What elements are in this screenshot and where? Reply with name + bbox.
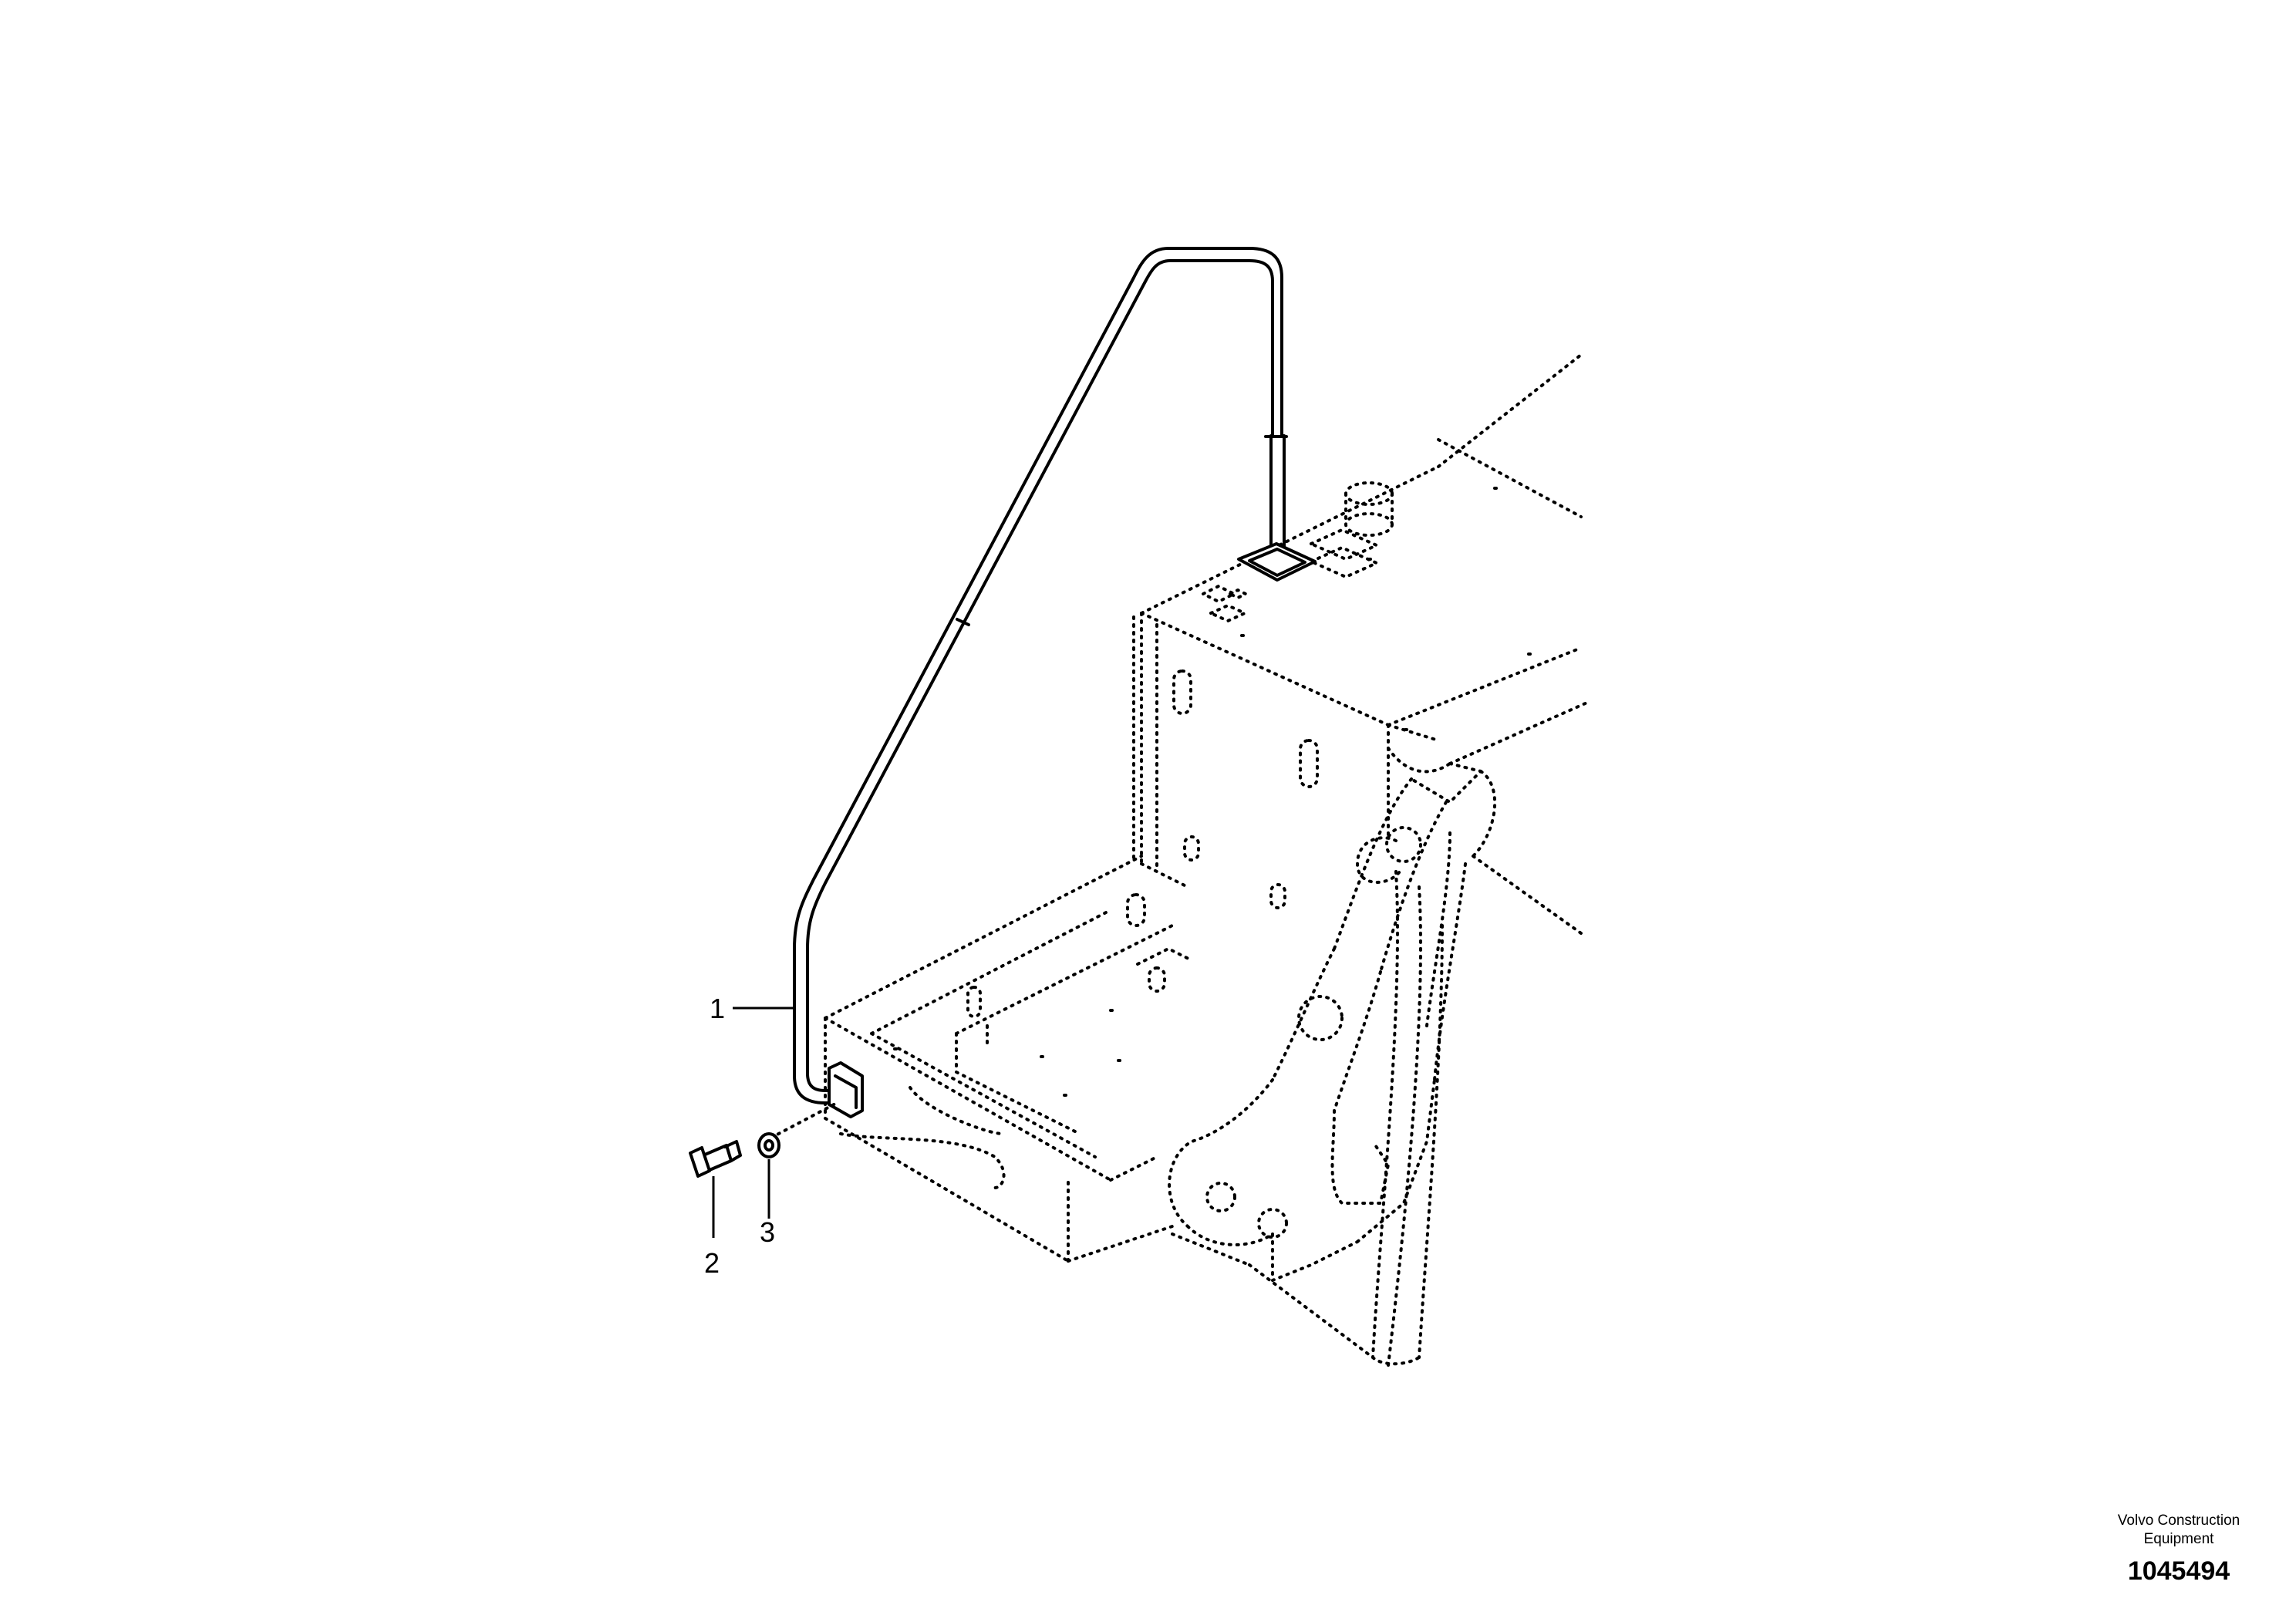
machine-frame-phantom (824, 353, 1590, 1367)
washer-part (757, 1132, 781, 1158)
manufacturer-label: Volvo Construction Equipment (2082, 1512, 2275, 1549)
manufacturer-line-1: Volvo Construction (2117, 1512, 2240, 1529)
manufacturer-line-2: Equipment (2143, 1531, 2214, 1547)
bolt-part (689, 1140, 742, 1178)
callout-3: 3 (760, 1216, 775, 1248)
handrail-part (793, 247, 1317, 1118)
callout-1: 1 (710, 993, 725, 1024)
callout-2: 2 (704, 1247, 720, 1279)
bolt-axis-line (770, 1101, 838, 1139)
leader-lines (712, 1007, 796, 1238)
figure-number: 1045494 (2127, 1556, 2230, 1586)
